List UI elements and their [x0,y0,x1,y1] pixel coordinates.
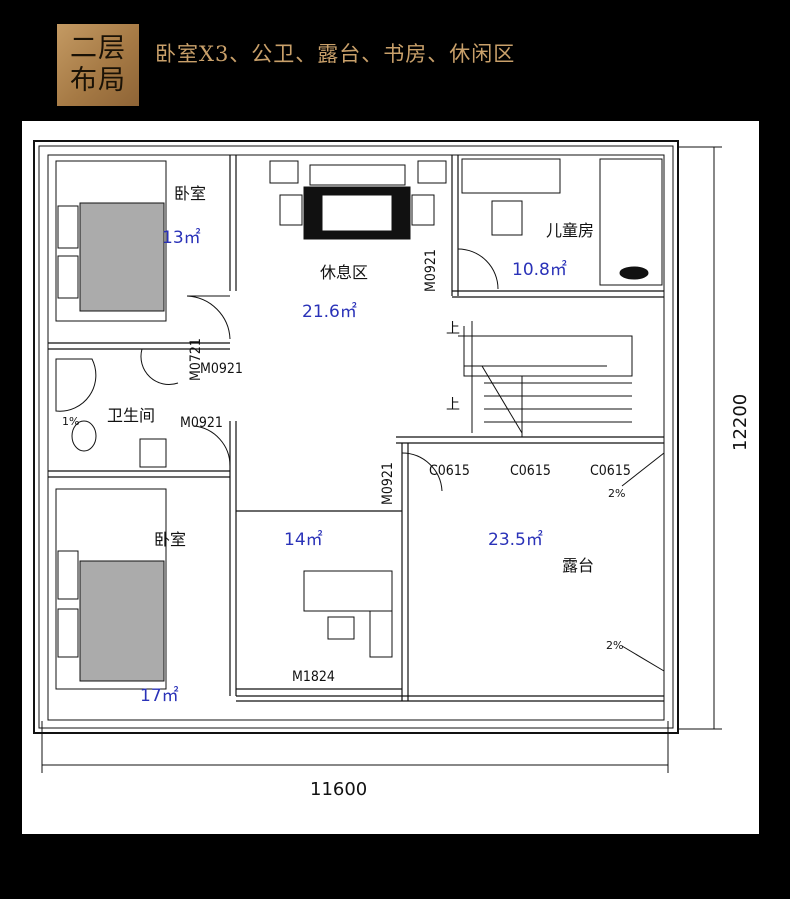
bed-top [55,160,167,322]
terrace-slope-1: 2% [608,487,625,500]
kids-room-name: 儿童房 [546,221,594,240]
door-code-m0721: M0721 [188,338,204,381]
door-code-m0921-b: M0921 [200,361,243,377]
stair-up-label: 上 [446,321,460,337]
bedroom-bottom-area: 17㎡ [140,686,179,706]
bedroom-top-area: 13㎡ [162,228,201,248]
floor-plan: 上 上 [33,140,751,800]
bathroom-slope: 1% [62,415,79,428]
bathroom-name: 卫生间 [107,406,155,425]
kids-room-area: 10.8㎡ [512,260,567,280]
kids-room-furniture [461,158,663,286]
window-code-c0615-c: C0615 [590,463,631,479]
window-code-c0615-a: C0615 [429,463,470,479]
lounge-name: 休息区 [320,263,368,282]
interior-walls [48,155,664,702]
door-code-m0921-d: M0921 [380,462,396,505]
study-area: 14㎡ [284,530,323,550]
dimension-depth: 12200 [730,394,751,451]
staircase [458,321,633,437]
stair-up-label-2: 上 [446,397,460,413]
terrace-slope-2: 2% [606,639,623,652]
bedroom-top-name: 卧室 [174,184,206,203]
floor-badge: 二层 布局 [57,24,139,106]
sofa-set [269,160,447,240]
dimension-width: 11600 [310,779,367,800]
layout-summary: 卧室X3、公卫、露台、书房、休闲区 [155,42,516,66]
bathroom-fixtures [55,358,167,468]
dimension-lines [41,146,722,773]
door-swings [140,248,499,492]
bedroom-bottom-name: 卧室 [154,530,186,549]
window-code-c0615-b: C0615 [510,463,551,479]
terrace-area: 23.5㎡ [488,530,543,550]
door-code-m0921-a: M0921 [423,249,439,292]
study-desk [303,570,393,658]
terrace-slope-arrows [621,452,665,672]
bed-bottom [55,488,167,690]
floor-plan-panel: 上 上 [22,121,759,834]
door-code-m1824: M1824 [292,669,335,685]
badge-line-1: 二层 [70,33,126,64]
lounge-area: 21.6㎡ [302,302,357,322]
door-code-m0921-c: M0921 [180,415,223,431]
terrace-name: 露台 [562,556,594,575]
badge-line-2: 布局 [70,65,126,96]
